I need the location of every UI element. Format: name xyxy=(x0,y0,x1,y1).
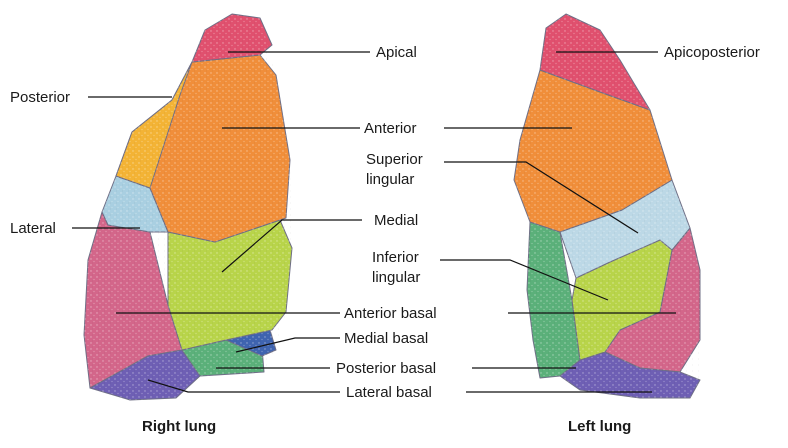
caption-right-lung: Right lung xyxy=(142,418,216,435)
label-medial-basal: Medial basal xyxy=(344,330,428,347)
label-posterior-basal: Posterior basal xyxy=(336,360,436,377)
label-apical: Apical xyxy=(376,44,417,61)
label-inferior-lingular-line2: lingular xyxy=(372,269,420,286)
label-anterior: Anterior xyxy=(364,120,417,137)
label-superior-lingular-line2: lingular xyxy=(366,171,414,188)
label-anterior-basal: Anterior basal xyxy=(344,305,437,322)
label-posterior: Posterior xyxy=(10,89,70,106)
right-lung-texture xyxy=(84,14,292,400)
label-superior-lingular-line1: Superior xyxy=(366,151,423,168)
label-apicoposterior: Apicoposterior xyxy=(664,44,760,61)
left-lung-texture xyxy=(514,14,700,398)
caption-left-lung: Left lung xyxy=(568,418,631,435)
label-inferior-lingular-line1: Inferior xyxy=(372,249,419,266)
label-lateral-basal: Lateral basal xyxy=(346,384,432,401)
label-medial: Medial xyxy=(374,212,418,229)
label-lateral: Lateral xyxy=(10,220,56,237)
left-lung xyxy=(514,14,700,398)
right-lung xyxy=(84,14,292,400)
captions: Right lung Left lung xyxy=(142,418,631,435)
